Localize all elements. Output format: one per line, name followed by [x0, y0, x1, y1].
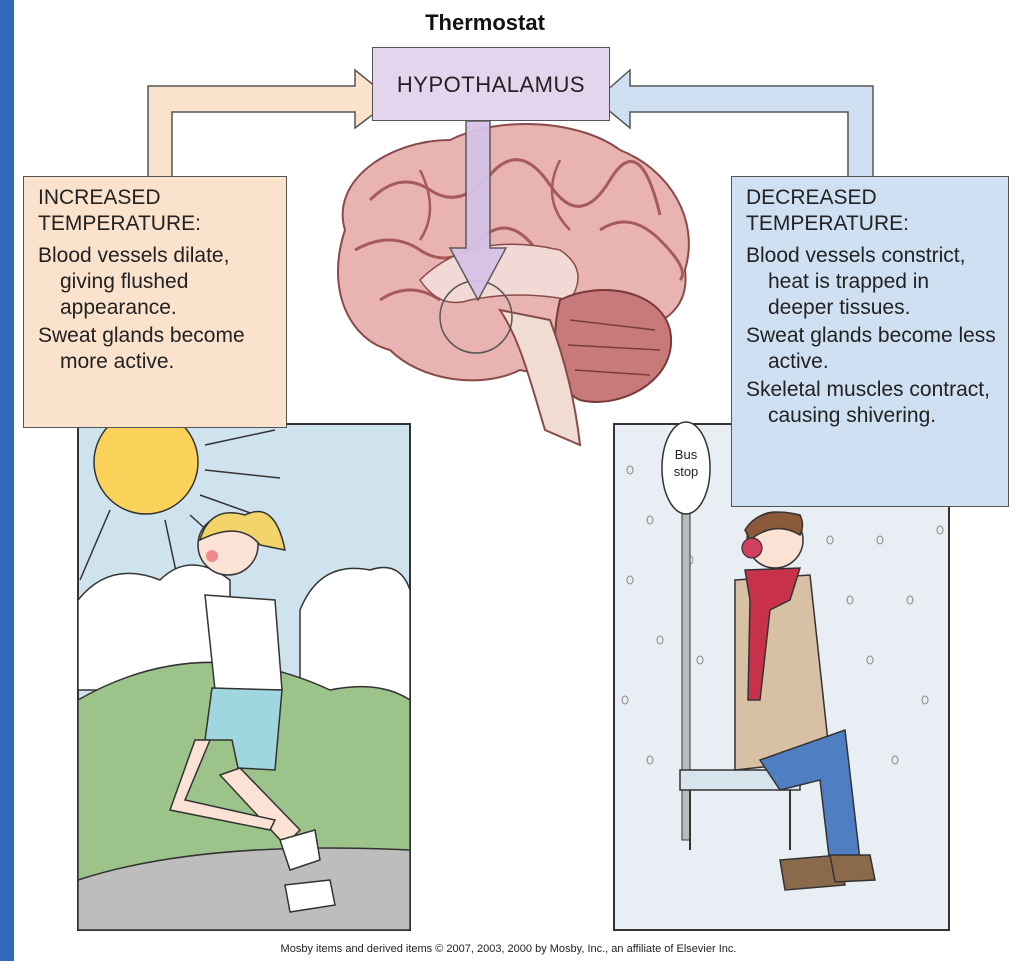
decreased-heading: DECREASED TEMPERATURE: [746, 185, 998, 237]
diagram-title: Thermostat [0, 10, 970, 36]
decreased-heading-line1: DECREASED [746, 186, 877, 209]
decreased-effect-sweat: Sweat glands become less active. [746, 323, 998, 375]
copyright-credit: Mosby items and derived items © 2007, 20… [0, 943, 1017, 955]
decreased-effect-vessels: Blood vessels constrict, heat is trapped… [746, 243, 998, 321]
hot-scene [78, 410, 410, 930]
bus-stop-sign: Bus stop [666, 446, 706, 480]
hypothalamus-box: HYPOTHALAMUS [372, 47, 610, 121]
increased-heading: INCREASED TEMPERATURE: [38, 185, 276, 237]
increased-heading-line2: TEMPERATURE: [38, 212, 201, 235]
hypothalamus-label: HYPOTHALAMUS [397, 72, 585, 97]
bus-stop-line2: stop [674, 464, 699, 479]
increased-effect-sweat: Sweat glands become more active. [38, 323, 276, 375]
bus-stop-line1: Bus [675, 447, 697, 462]
decreased-temperature-box: DECREASED TEMPERATURE: Blood vessels con… [731, 176, 1009, 507]
increased-heading-line1: INCREASED [38, 186, 161, 209]
increased-effect-vessels: Blood vessels dilate, giving flushed app… [38, 243, 276, 321]
decreased-effect-shivering: Skeletal muscles contract, causing shive… [746, 377, 998, 429]
brain-illustration [338, 124, 689, 445]
decreased-heading-line2: TEMPERATURE: [746, 212, 909, 235]
increased-temperature-box: INCREASED TEMPERATURE: Blood vessels dil… [23, 176, 287, 428]
warm-arrow [148, 70, 392, 178]
